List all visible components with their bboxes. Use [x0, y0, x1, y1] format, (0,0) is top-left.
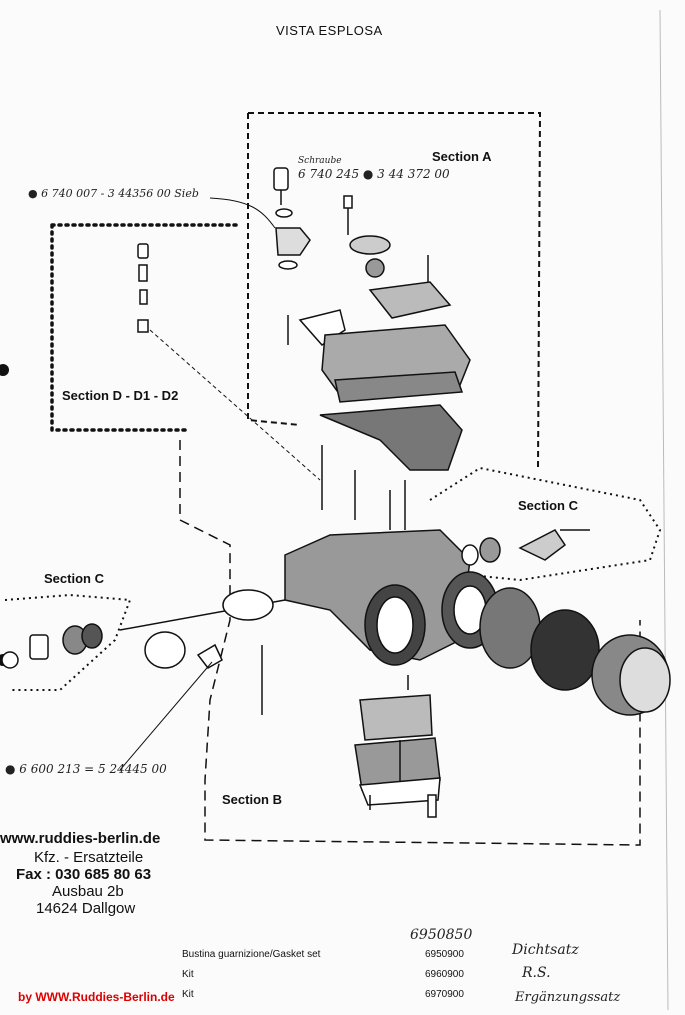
- handwritten-rs: R.S.: [522, 965, 551, 981]
- section-b-parts: [354, 675, 441, 818]
- section-b-label: Section B: [222, 792, 282, 807]
- section-a-parts: [273, 167, 471, 471]
- table-row-1-code: 6950900: [425, 949, 464, 960]
- table-row-1-description: Bustina guarnizione/Gasket set: [182, 949, 321, 960]
- contact-street: Ausbau 2b: [52, 883, 124, 900]
- footer-credit: by WWW.Ruddies-Berlin.de: [18, 990, 175, 1004]
- contact-fax: Fax : 030 685 80 63: [16, 866, 152, 883]
- schraube-note: Schraube: [298, 156, 342, 166]
- contact-city: 14624 Dallgow: [36, 900, 136, 917]
- handwritten-code: 6950850: [410, 927, 473, 943]
- table-row-2-description: Kit: [182, 969, 194, 980]
- leader-lines: [119, 197, 321, 771]
- diagram-title: VISTA ESPLOSA: [276, 23, 383, 38]
- handwritten-ergaenzungssatz: Ergänzungssatz: [515, 990, 621, 1005]
- section-d-label: Section D - D1 - D2: [62, 388, 179, 403]
- contact-line1: Kfz. - Ersatzteile: [34, 849, 144, 866]
- section-d-boundary: [50, 223, 242, 432]
- section-c-left-boundary: [4, 593, 132, 691]
- section-a-label: Section A: [432, 149, 492, 164]
- binder-holes: [0, 364, 9, 666]
- section-c-left-parts: [1, 589, 286, 715]
- section-c-right-boundary: [429, 466, 662, 582]
- section-c-right-parts: [461, 529, 590, 566]
- website-label: www.ruddies-berlin.de: [0, 830, 161, 847]
- section-b-boundary: [179, 440, 641, 846]
- section-c-left-label: Section C: [44, 571, 104, 586]
- table-row-2-code: 6960900: [425, 969, 464, 980]
- table-row-3-code: 6970900: [425, 989, 464, 1000]
- section-d-parts: [137, 243, 149, 333]
- table-row-3-description: Kit: [182, 989, 194, 1000]
- section-a-boundary: [247, 112, 542, 471]
- schraube-part-number: 6 740 245 ● 3 44 372 00: [298, 167, 450, 181]
- handwritten-dichtsatz: Dichtsatz: [512, 942, 579, 958]
- carburettor-body: [284, 445, 671, 716]
- section-c-right-label: Section C: [518, 498, 578, 513]
- lower-part-number: ● 6 600 213 = 5 24445 00: [5, 762, 167, 776]
- sieb-part-number: ● 6 740 007 - 3 44356 00 Sieb: [28, 187, 199, 200]
